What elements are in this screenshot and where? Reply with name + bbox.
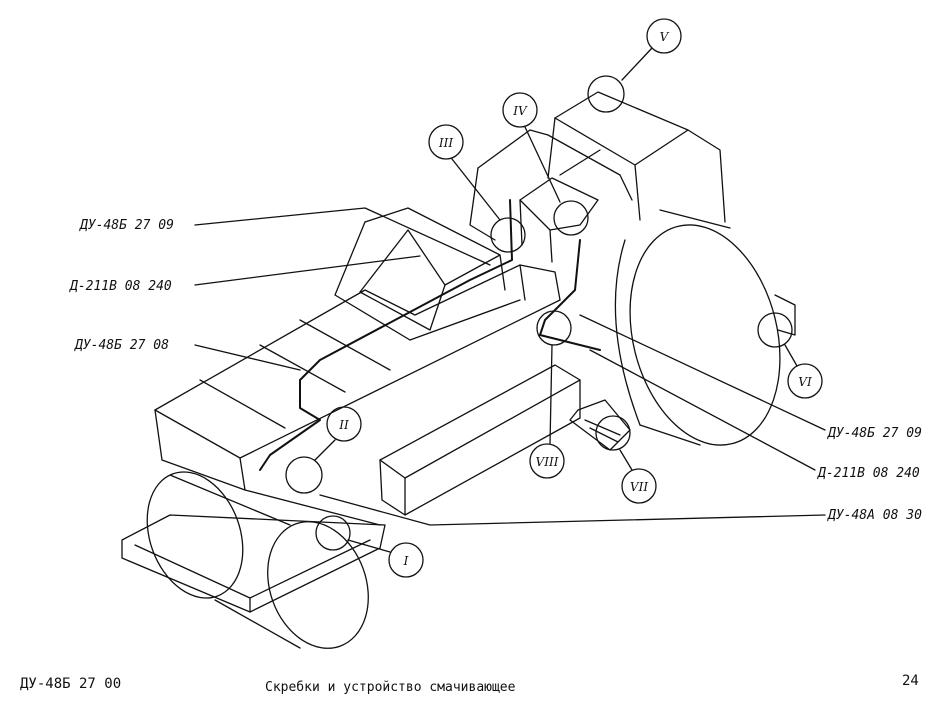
view-bubble-v — [646, 18, 682, 54]
leader-du48b2708 — [194, 344, 301, 371]
page-number: 24 — [902, 673, 919, 689]
leader-du48b2709-b — [579, 314, 826, 431]
view-label-vii: VII — [630, 480, 648, 494]
callout-d211v08240-b: Д-211В 08 240 — [817, 466, 920, 481]
view-label-iv: IV — [512, 104, 528, 118]
detail-circle-vi — [757, 312, 793, 348]
view-bubble-i — [388, 542, 424, 578]
front-frame — [154, 264, 561, 526]
detail-circle-iv — [553, 200, 589, 236]
view-bubble-vi — [787, 363, 823, 399]
view-label-vi: VI — [798, 375, 812, 389]
leader-vi — [784, 344, 798, 367]
leader-iii — [451, 158, 501, 221]
front-scraper-frame — [121, 514, 386, 613]
rear-bracket — [774, 294, 796, 336]
view-bubble-iv — [502, 92, 538, 128]
view-bubble-iii — [428, 124, 464, 160]
rear-drum — [614, 209, 781, 446]
front-drum — [146, 471, 369, 649]
leader-d211v08240-b — [589, 349, 816, 471]
view-bubble-vii — [621, 468, 657, 504]
cabin-hood — [469, 129, 633, 263]
leader-d211v08240-a — [194, 255, 421, 286]
view-label-v: V — [660, 30, 670, 44]
view-label-ii: II — [338, 418, 349, 432]
detail-circle-viii — [536, 310, 572, 346]
detail-circle-ii — [285, 456, 323, 494]
callout-du48b2708: ДУ-48Б 27 08 — [74, 338, 169, 353]
leader-viii — [549, 344, 553, 445]
leader-ii — [314, 439, 336, 461]
front-console — [334, 207, 521, 341]
leader-v — [621, 47, 653, 81]
rear-tank — [547, 91, 726, 223]
view-bubble-ii — [326, 406, 362, 442]
leader-iv — [524, 126, 561, 203]
view-label-iii: III — [438, 136, 453, 150]
detail-circle-iii — [490, 217, 526, 253]
document-title: Скребки и устройство смачивающее — [265, 680, 516, 695]
detail-circle-i — [315, 515, 351, 551]
view-bubble-viii — [529, 443, 565, 479]
leader-i — [347, 539, 391, 553]
side-box — [379, 364, 581, 516]
sprinkler-pipe — [259, 199, 601, 471]
view-label-i: I — [403, 554, 409, 568]
callout-du48a0830: ДУ-48А 08 30 — [827, 508, 922, 523]
view-label-viii: VIII — [536, 455, 559, 469]
detail-circle-vii — [595, 415, 631, 451]
document-code: ДУ-48Б 27 00 — [20, 676, 122, 692]
detail-circle-v — [587, 75, 625, 113]
callout-du48b2709-a: ДУ-48Б 27 09 — [79, 218, 174, 233]
callout-d211v08240-a: Д-211В 08 240 — [69, 279, 172, 294]
leader-vii — [619, 449, 633, 471]
callout-du48b2709-b: ДУ-48Б 27 09 — [827, 426, 922, 441]
rear-scraper — [569, 399, 631, 451]
leader-du48a0830 — [319, 494, 826, 526]
leader-du48b2709-a — [194, 207, 491, 266]
